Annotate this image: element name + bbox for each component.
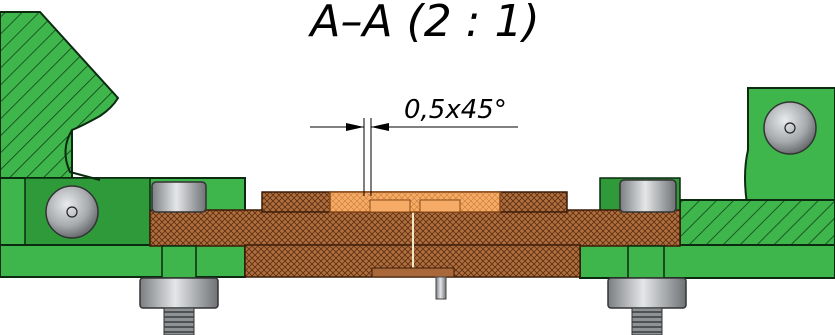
- left-clamp-frame: [0, 11, 246, 278]
- chamfer-dimension: 0,5x45°: [310, 95, 518, 196]
- right-bolt: [607, 179, 687, 335]
- left-bolt: [139, 181, 219, 335]
- center-pin: [435, 276, 447, 300]
- right-clamp-frame: [579, 87, 835, 279]
- chamfer-callout: 0,5x45°: [404, 95, 507, 125]
- center-insert: [329, 191, 501, 300]
- left-pivot-center: [66, 206, 78, 218]
- right-pivot-center: [784, 122, 796, 134]
- section-title: A–A (2 : 1): [307, 0, 539, 47]
- left-pivot-pin: [45, 185, 99, 239]
- right-pivot-pin: [763, 101, 817, 155]
